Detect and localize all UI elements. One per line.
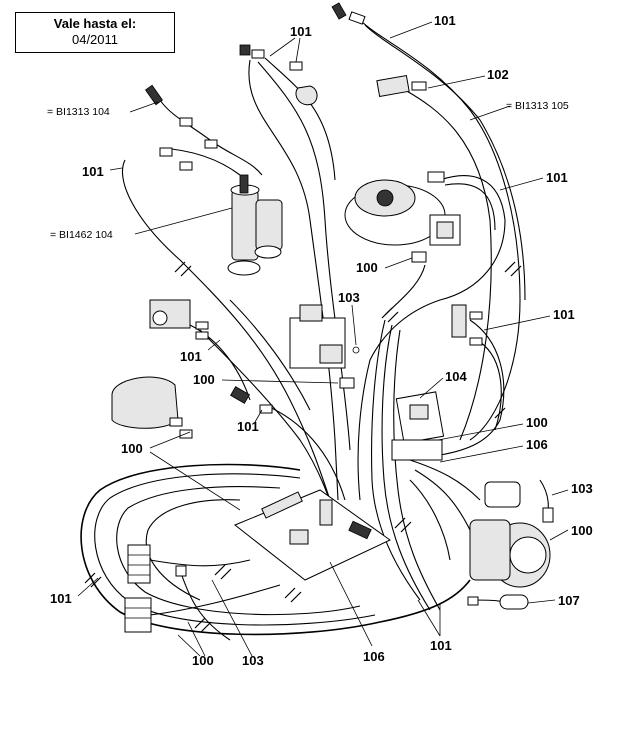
callout-107: 107 (558, 593, 580, 608)
callout-101-fan: 101 (546, 170, 568, 185)
validity-box: Vale hasta el: 04/2011 (15, 12, 175, 53)
gas-valve (289, 304, 360, 389)
fan-blower (344, 171, 461, 263)
hydraulic-block (227, 174, 283, 276)
temperature-sensor-top (331, 2, 366, 25)
main-control-board (234, 489, 391, 581)
validity-date: 04/2011 (71, 32, 119, 47)
callout-100-left: 100 (121, 441, 143, 456)
callout-101-bottom-left: 101 (50, 591, 72, 606)
callout-104: 104 (445, 369, 467, 384)
callout-101-mid: 101 (237, 419, 259, 434)
callout-101-sensor: 101 (290, 24, 312, 39)
switch-component-102 (376, 74, 427, 98)
pressure-switch (149, 299, 209, 340)
ref-bi1313-105: = BI1313 105 (506, 100, 569, 112)
callout-101-top: 101 (434, 13, 456, 28)
leader-lines (77, 21, 569, 657)
wiring-harness (80, 19, 549, 641)
capacitor-107 (467, 594, 529, 610)
terminal-blocks-left (124, 544, 187, 633)
callouts: 101 101 102 = BI1313 105 = BI1313 104 10… (47, 13, 593, 668)
callout-102: 102 (487, 67, 509, 82)
callout-100-pump: 100 (571, 523, 593, 538)
circulation-pump (469, 481, 554, 588)
control-board-104 (391, 391, 445, 461)
validity-label: Vale hasta el: (53, 16, 137, 31)
switch-right (451, 304, 483, 346)
callout-106-bottom: 106 (363, 649, 385, 664)
callout-103-valve: 103 (338, 290, 360, 305)
callout-101-switch: 101 (180, 349, 202, 364)
callout-100-fan: 100 (356, 260, 378, 275)
callout-100-bottom: 100 (192, 653, 214, 668)
thermostat-mid (230, 386, 273, 414)
callout-101-right: 101 (553, 307, 575, 322)
ntc-sensor-left (145, 84, 218, 171)
callout-100-mid: 100 (193, 372, 215, 387)
callout-101-bottom: 101 (430, 638, 452, 653)
callout-103-bottom: 103 (242, 653, 264, 668)
ignition-transformer (111, 376, 193, 439)
callout-106-right: 106 (526, 437, 548, 452)
callout-100-board: 100 (526, 415, 548, 430)
connector-group-top-left (239, 44, 318, 106)
break-marks (84, 261, 522, 633)
callout-103-pump: 103 (571, 481, 593, 496)
ref-bi1313-104: = BI1313 104 (47, 106, 110, 118)
callout-101-left: 101 (82, 164, 104, 179)
ref-bi1462-104: = BI1462 104 (50, 229, 113, 241)
